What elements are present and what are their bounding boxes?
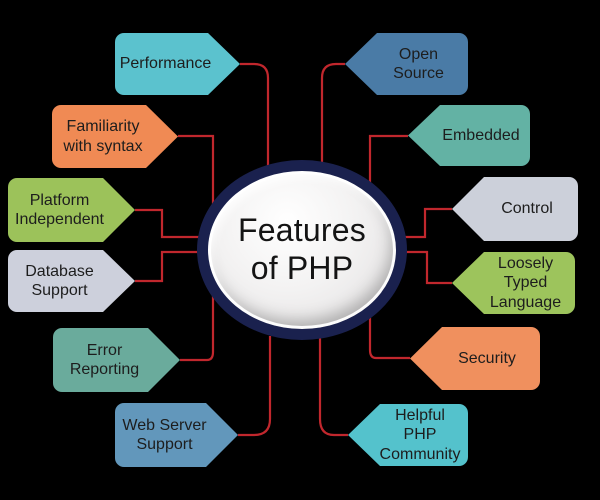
connector-security — [368, 300, 410, 360]
connector-embedded — [368, 134, 408, 200]
center-circle: Features of PHP — [197, 160, 407, 340]
feature-label: Loosely Typed Language — [489, 255, 562, 311]
feature-label: Embedded — [442, 126, 520, 144]
connector-performance — [240, 62, 270, 190]
connector-familiarity — [178, 134, 215, 204]
connector-webserver — [238, 336, 272, 437]
connector-error — [180, 282, 215, 362]
connector-opensource — [320, 62, 345, 190]
feature-label: Platform Independent — [15, 191, 104, 228]
feature-label: Database Support — [25, 262, 94, 299]
connector-database — [135, 250, 230, 283]
feature-label: Control — [501, 200, 553, 218]
feature-node-security: Security — [410, 327, 540, 390]
feature-label: Open Source — [393, 45, 444, 82]
connector-platform — [135, 208, 230, 239]
center-title: Features of PHP — [238, 212, 366, 286]
feature-label: Helpful PHP Community — [379, 407, 461, 463]
feature-label: Familiarity with syntax — [63, 118, 143, 155]
feature-label: Web Server Support — [122, 416, 207, 453]
feature-label: Error Reporting — [69, 341, 140, 378]
connector-community — [318, 336, 348, 437]
feature-label: Performance — [119, 55, 212, 73]
feature-label: Security — [458, 349, 516, 367]
